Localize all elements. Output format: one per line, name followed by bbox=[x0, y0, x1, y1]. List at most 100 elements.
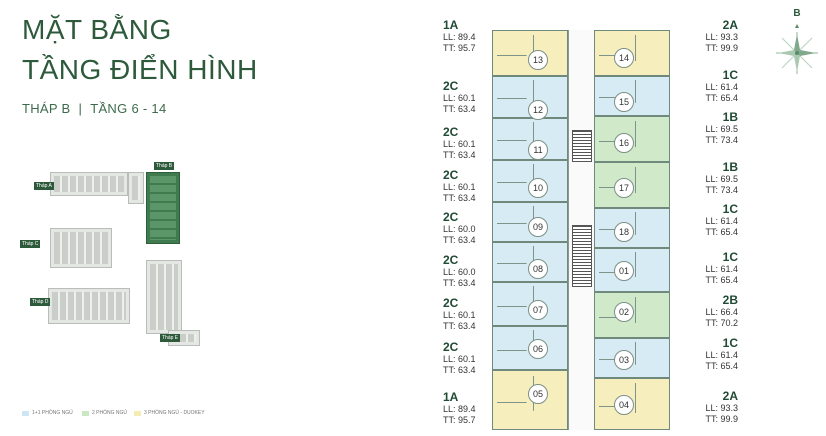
unit-number: 02 bbox=[614, 302, 634, 322]
unit-type: 1A bbox=[443, 18, 459, 32]
unit-type: 1A bbox=[443, 390, 459, 404]
floor-plan: 13 12 11 10 09 08 07 06 05 14 15 16 17 1… bbox=[492, 30, 670, 430]
unit-area-tt: TT: 73.4 bbox=[705, 185, 738, 195]
legend-item-3: 3 PHÒNG NGỦ - DUOKEY bbox=[134, 410, 205, 416]
unit-type: 1C bbox=[722, 336, 738, 350]
unit-label-07: 2C LL: 60.1 TT: 63.4 bbox=[443, 296, 489, 332]
unit-label-13: 1A LL: 89.4 TT: 95.7 bbox=[443, 18, 489, 54]
unit-label-09: 2C LL: 60.0 TT: 63.4 bbox=[443, 210, 489, 246]
unit-type: 1C bbox=[722, 250, 738, 264]
unit-area-ll: LL: 61.4 bbox=[705, 264, 738, 274]
unit-type: 1B bbox=[722, 110, 738, 124]
unit-number: 09 bbox=[528, 217, 548, 237]
unit-area-ll: LL: 89.4 bbox=[443, 32, 476, 42]
unit-area-ll: LL: 93.3 bbox=[705, 403, 738, 413]
site-building-c bbox=[50, 228, 112, 268]
compass-tower-letter: B bbox=[793, 8, 801, 19]
unit-area-ll: LL: 60.1 bbox=[443, 93, 476, 103]
unit-number: 17 bbox=[614, 178, 634, 198]
unit-area-tt: TT: 63.4 bbox=[443, 104, 476, 114]
site-building-b bbox=[146, 172, 180, 244]
unit-area-ll: LL: 60.0 bbox=[443, 267, 476, 277]
unit-01[interactable] bbox=[594, 248, 670, 292]
unit-area-tt: TT: 63.4 bbox=[443, 278, 476, 288]
unit-area-ll: LL: 93.3 bbox=[705, 32, 738, 42]
unit-area-tt: TT: 63.4 bbox=[443, 193, 476, 203]
unit-label-11: 2C LL: 60.1 TT: 63.4 bbox=[443, 125, 489, 161]
site-tag-a: Tháp A bbox=[34, 182, 54, 190]
floors-label: TẦNG 6 - 14 bbox=[90, 101, 167, 116]
unit-number: 15 bbox=[614, 92, 634, 112]
unit-area-ll: LL: 60.1 bbox=[443, 139, 476, 149]
unit-area-ll: LL: 69.5 bbox=[705, 174, 738, 184]
unit-type: 1C bbox=[722, 202, 738, 216]
unit-type: 2C bbox=[443, 79, 459, 93]
site-building-a bbox=[50, 172, 128, 196]
unit-number: 12 bbox=[528, 100, 548, 120]
unit-number: 10 bbox=[528, 178, 548, 198]
unit-area-tt: TT: 70.2 bbox=[705, 318, 738, 328]
unit-number: 14 bbox=[614, 48, 634, 68]
unit-label-16: 1B LL: 69.5 TT: 73.4 bbox=[688, 110, 738, 146]
page-title-line2: TẦNG ĐIỂN HÌNH bbox=[22, 54, 258, 85]
unit-area-tt: TT: 65.4 bbox=[705, 275, 738, 285]
unit-18[interactable] bbox=[594, 208, 670, 248]
unit-number: 03 bbox=[614, 350, 634, 370]
unit-label-01: 1C LL: 61.4 TT: 65.4 bbox=[688, 250, 738, 286]
unit-label-14: 2A LL: 93.3 TT: 99.9 bbox=[688, 18, 738, 54]
unit-number: 08 bbox=[528, 259, 548, 279]
unit-label-08: 2C LL: 60.0 TT: 63.4 bbox=[443, 253, 489, 289]
unit-type: 2C bbox=[443, 296, 459, 310]
unit-number: 04 bbox=[614, 395, 634, 415]
unit-number: 16 bbox=[614, 133, 634, 153]
unit-area-tt: TT: 65.4 bbox=[705, 93, 738, 103]
site-tag-e: Tháp E bbox=[160, 334, 181, 342]
legend-label: 3 PHÒNG NGỦ - DUOKEY bbox=[144, 410, 205, 416]
unit-label-18: 1C LL: 61.4 TT: 65.4 bbox=[688, 202, 738, 238]
unit-label-04: 2A LL: 93.3 TT: 99.9 bbox=[688, 389, 738, 425]
unit-label-02: 2B LL: 66.4 TT: 70.2 bbox=[688, 293, 738, 329]
unit-type: 2B bbox=[722, 293, 738, 307]
site-building-a-wing bbox=[128, 172, 144, 204]
stairs-core bbox=[572, 225, 592, 287]
unit-area-tt: TT: 63.4 bbox=[443, 321, 476, 331]
unit-area-ll: LL: 69.5 bbox=[705, 124, 738, 134]
unit-number: 07 bbox=[528, 300, 548, 320]
unit-area-ll: LL: 60.1 bbox=[443, 310, 476, 320]
unit-area-ll: LL: 66.4 bbox=[705, 307, 738, 317]
unit-label-17: 1B LL: 69.5 TT: 73.4 bbox=[688, 160, 738, 196]
unit-area-tt: TT: 63.4 bbox=[443, 365, 476, 375]
unit-area-tt: TT: 95.7 bbox=[443, 415, 476, 425]
unit-label-15: 1C LL: 61.4 TT: 65.4 bbox=[688, 68, 738, 104]
unit-area-tt: TT: 63.4 bbox=[443, 150, 476, 160]
site-tag-c: Tháp C bbox=[20, 240, 41, 248]
unit-number: 06 bbox=[528, 339, 548, 359]
unit-area-ll: LL: 60.1 bbox=[443, 182, 476, 192]
unit-area-ll: LL: 60.0 bbox=[443, 224, 476, 234]
subtitle: THÁP B|TẦNG 6 - 14 bbox=[22, 101, 167, 116]
legend-swatch bbox=[82, 410, 89, 416]
compass-rose-icon bbox=[776, 24, 818, 74]
legend-item-1: 1+1 PHÒNG NGỦ bbox=[22, 410, 73, 416]
unit-label-05: 1A LL: 89.4 TT: 95.7 bbox=[443, 390, 489, 426]
unit-type: 2C bbox=[443, 125, 459, 139]
unit-area-ll: LL: 89.4 bbox=[443, 404, 476, 414]
unit-17[interactable] bbox=[594, 162, 670, 208]
unit-label-10: 2C LL: 60.1 TT: 63.4 bbox=[443, 168, 489, 204]
unit-type: 1B bbox=[722, 160, 738, 174]
legend-label: 1+1 PHÒNG NGỦ bbox=[32, 410, 73, 416]
unit-area-ll: LL: 61.4 bbox=[705, 350, 738, 360]
unit-type: 2A bbox=[722, 18, 738, 32]
unit-number: 11 bbox=[528, 140, 548, 160]
legend-item-2: 2 PHÒNG NGỦ bbox=[82, 410, 127, 416]
unit-04[interactable] bbox=[594, 378, 670, 430]
site-tag-d: Tháp D bbox=[30, 298, 51, 306]
site-building-d bbox=[48, 288, 130, 324]
stairs-top bbox=[572, 130, 592, 162]
unit-type: 2C bbox=[443, 340, 459, 354]
unit-area-tt: TT: 73.4 bbox=[705, 135, 738, 145]
unit-number: 01 bbox=[614, 261, 634, 281]
unit-area-tt: TT: 63.4 bbox=[443, 235, 476, 245]
unit-type: 1C bbox=[722, 68, 738, 82]
unit-area-tt: TT: 65.4 bbox=[705, 361, 738, 371]
